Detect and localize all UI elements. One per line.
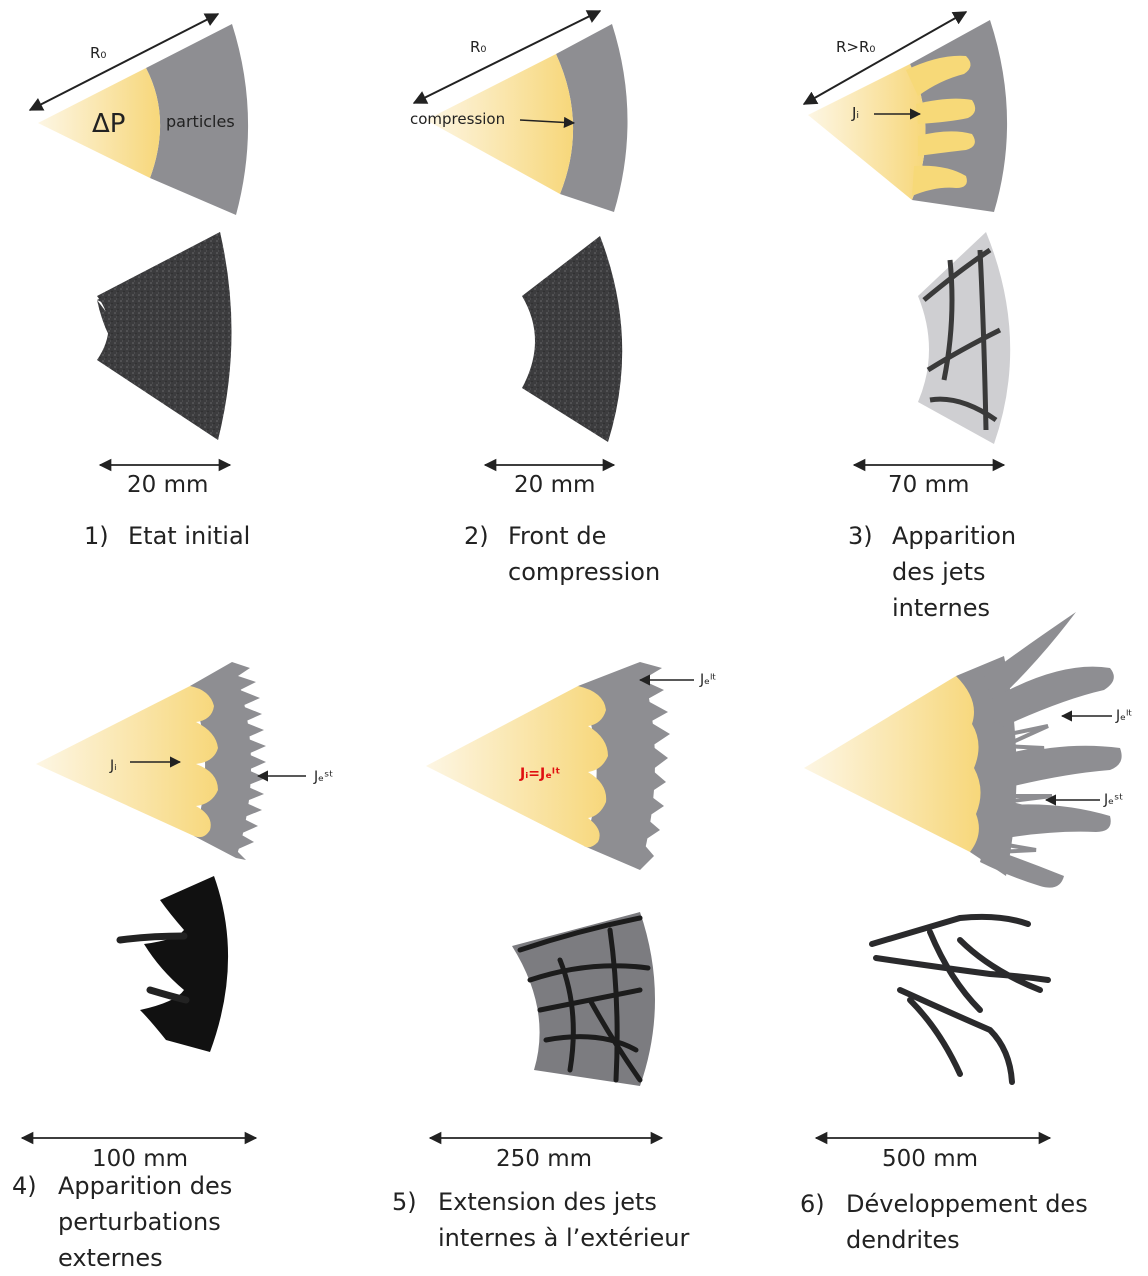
panel-3-photo-cracks	[922, 247, 1002, 431]
long-finger-3	[994, 804, 1111, 840]
panel-3-caption: 3) Apparition des jets internes	[848, 518, 1108, 630]
panel-6-schematic: Jₑˡᵗ Jₑˢᵗ	[804, 612, 1132, 888]
panel-6-number: 6)	[800, 1190, 825, 1218]
panel-2-schematic: R₀ compression	[410, 10, 628, 212]
long-finger-2	[996, 745, 1122, 790]
inner-jet-label: Jᵢ	[109, 758, 117, 774]
panel-2: R₀ compression 20 mm	[410, 10, 628, 498]
long-finger-4	[980, 846, 1064, 888]
radius-label: R₀	[470, 38, 486, 56]
outer-jet-label: Jₑˡᵗ	[699, 672, 716, 688]
panel-5-photo-streaks	[517, 915, 651, 1083]
radius-arrow	[28, 13, 220, 111]
inner-jet-2	[916, 98, 976, 124]
combined-jet-label: Jᵢ=Jₑˡᵗ	[519, 766, 560, 782]
outer-perturbation-label: Jₑˢᵗ	[313, 769, 333, 785]
panel-3-schematic: R>R₀ Jᵢ	[802, 11, 1008, 212]
radius-arrow	[412, 10, 602, 104]
panel-6: Jₑˡᵗ Jₑˢᵗ 500 mm	[804, 612, 1132, 1172]
panel-3: R>R₀ Jᵢ 70 mm	[802, 11, 1011, 498]
outer-fingers	[640, 662, 670, 870]
panel-3-photo	[918, 232, 1011, 444]
panel-4-caption: 4) Apparition des perturbations externes	[12, 1168, 312, 1272]
panel-4-schematic: Jᵢ Jₑˢᵗ	[36, 662, 333, 860]
radius-label: R>R₀	[836, 38, 875, 56]
radius-label: R₀	[90, 44, 106, 62]
jet-label: Jᵢ	[851, 104, 859, 122]
compression-arrow	[519, 116, 576, 129]
inner-jet-4	[912, 165, 967, 196]
panel-2-number: 2)	[464, 522, 489, 550]
gas-region	[804, 676, 981, 852]
panel-4-caption-text: Apparition des perturbations externes	[58, 1172, 233, 1272]
panel-5-scale-label: 250 mm	[496, 1146, 592, 1172]
panel-2-scale-label: 20 mm	[514, 472, 595, 498]
panel-6-caption: 6) Développement des dendrites	[800, 1186, 1120, 1262]
panel-1: R₀ ΔP particles 20 mm	[28, 13, 249, 498]
panel-6-caption-text: Développement des dendrites	[846, 1190, 1088, 1254]
long-finger-1	[990, 666, 1114, 730]
compression-label: compression	[410, 110, 505, 128]
panel-2-photo	[522, 236, 623, 442]
panel-4-scale-label: 100 mm	[92, 1146, 188, 1172]
panel-1-schematic: R₀ ΔP particles	[28, 13, 249, 215]
panel-1-photo-body	[97, 232, 232, 440]
panel-5: Jᵢ=Jₑˡᵗ Jₑˡᵗ 250 mm	[426, 662, 716, 1172]
panel-3-scale-label: 70 mm	[888, 472, 969, 498]
panel-2-caption-text: Front de compression	[508, 522, 661, 586]
panel-5-caption-text: Extension des jets internes à l’extérieu…	[438, 1188, 690, 1252]
panel-3-caption-text: Apparition des jets internes	[892, 522, 1017, 622]
gas-region	[808, 64, 926, 200]
short-fingers	[989, 704, 1053, 854]
panel-4-photo-jets	[116, 932, 190, 1004]
panel-1-number: 1)	[84, 522, 109, 550]
radius-arrow	[802, 11, 968, 105]
panel-1-caption-text: Etat initial	[128, 522, 251, 550]
panel-6-photo	[869, 913, 1051, 1085]
pressure-label: ΔP	[92, 109, 125, 139]
panel-1-caption: 1) Etat initial	[84, 518, 344, 558]
long-finger-label: Jₑˡᵗ	[1115, 708, 1132, 724]
panel-3-number: 3)	[848, 522, 873, 550]
panel-5-number: 5)	[392, 1188, 417, 1216]
gas-region	[426, 686, 608, 848]
outer-fingers	[232, 662, 266, 860]
panel-4-photo	[140, 876, 229, 1052]
panel-5-schematic: Jᵢ=Jₑˡᵗ Jₑˡᵗ	[426, 662, 716, 870]
long-finger-top	[980, 612, 1076, 700]
panel-2-caption: 2) Front de compression	[464, 518, 724, 594]
inner-jet-3	[918, 131, 975, 156]
short-finger-label: Jₑˢᵗ	[1103, 792, 1123, 808]
panel-1-scale-label: 20 mm	[127, 472, 208, 498]
particles-label: particles	[166, 112, 235, 131]
panel-4: Jᵢ Jₑˢᵗ 100 mm	[20, 662, 333, 1172]
panel-4-number: 4)	[12, 1172, 37, 1200]
panel-6-scale-label: 500 mm	[882, 1146, 978, 1172]
gas-region	[36, 686, 218, 838]
panel-5-caption: 5) Extension des jets internes à l’extér…	[392, 1184, 712, 1260]
